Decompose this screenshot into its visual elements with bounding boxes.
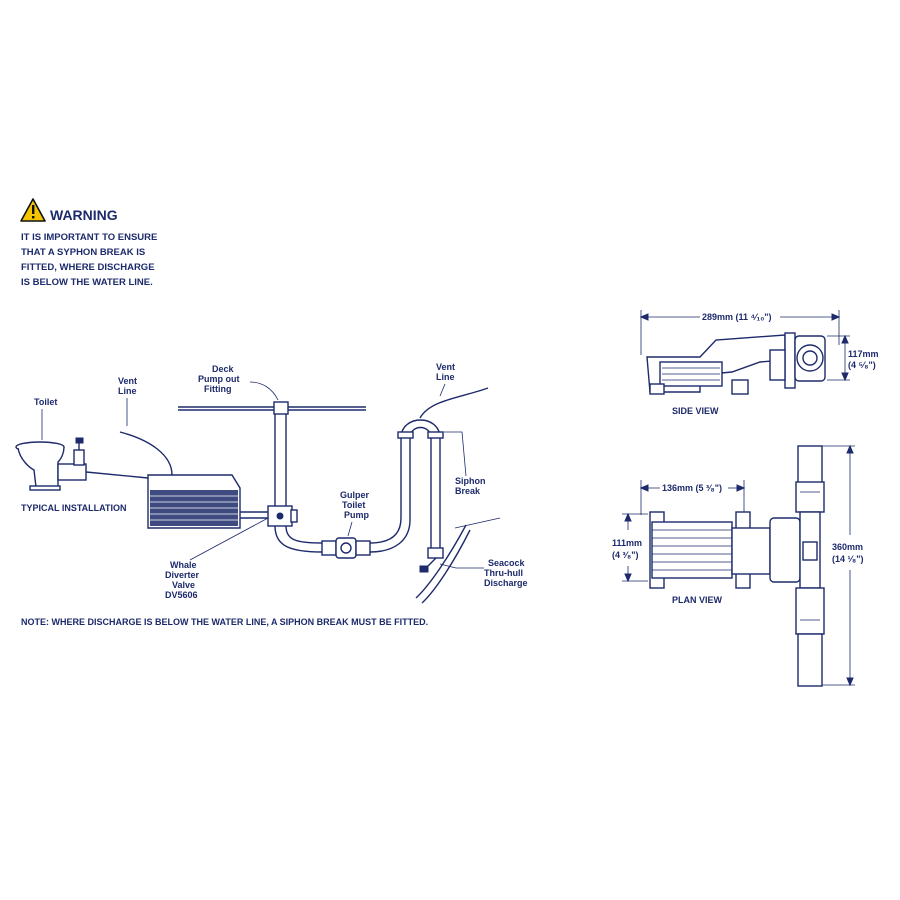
gulper-label-c: Pump [344,510,370,520]
plan-view-caption: PLAN VIEW [672,595,723,605]
plan-width-in: (4 ³⁄₈") [612,550,638,560]
warning-line-2: THAT A SYPHON BREAK IS [21,247,145,258]
seacock [419,547,444,573]
warning-line-1: IT IS IMPORTANT TO ENSURE [21,232,157,243]
gulper-label-b: Toilet [342,500,365,510]
side-length-dim: 289mm (11 ⁴⁄₁₀") [702,312,772,322]
gulper-label-a: Gulper [340,490,370,500]
toilet-label: Toilet [34,397,57,407]
vent-line-2-label-b: Line [436,372,455,382]
typical-installation: Toilet Vent Line Deck Pump out Fit [15,362,528,627]
side-height-mm: 117mm [848,349,879,359]
diverter-valve [267,505,298,527]
warning-line-3: FITTED, WHERE DISCHARGE [21,262,155,273]
warning-triangle-icon [20,198,46,222]
side-view-caption: SIDE VIEW [672,406,719,416]
siphon-label-a: Siphon [455,476,486,486]
diverter-label-b: Diverter [165,570,200,580]
plan-width-mm: 111mm [612,538,642,548]
installation-note: NOTE: WHERE DISCHARGE IS BELOW THE WATER… [21,617,428,627]
side-height-in: (4 ⁵⁄₈") [848,360,876,370]
diverter-label-a: Whale [170,560,197,570]
plan-overall-mm: 360mm [832,542,863,552]
installation-title: TYPICAL INSTALLATION [21,503,127,513]
siphon-label-b: Break [455,486,481,496]
plan-view: 136mm (5 ³⁄₈") 111mm (4 ³⁄₈") 360mm (14 … [612,444,864,687]
deck-fitting-label-a: Deck [212,364,235,374]
vent-line-1-label-b: Line [118,386,137,396]
diverter-label-d: DV5606 [165,590,198,600]
warning-line-4: IS BELOW THE WATER LINE. [21,277,153,288]
vent-line-1-label-a: Vent [118,376,137,386]
deck-fitting-label-c: Fitting [204,384,232,394]
diverter-label-c: Valve [172,580,195,590]
seacock-label-b: Thru-hull [484,568,523,578]
plan-body-length-dim: 136mm (5 ³⁄₈") [662,483,722,493]
gulper-pump [321,537,371,559]
warning-title: WARNING [50,207,118,223]
seacock-label-c: Discharge [484,578,528,588]
holding-tank [147,474,241,529]
plan-overall-in: (14 ¹⁄₈") [832,554,864,564]
side-view: 289mm (11 ⁴⁄₁₀") 117mm (4 ⁵⁄₈") SIDE VIE… [639,310,879,416]
seacock-label-a: Seacock [488,558,526,568]
vent-line-2-label-a: Vent [436,362,455,372]
warning-block: WARNING IT IS IMPORTANT TO ENSURE THAT A… [20,198,157,288]
deck-fitting-label-b: Pump out [198,374,240,384]
toilet-drawing [15,437,149,491]
